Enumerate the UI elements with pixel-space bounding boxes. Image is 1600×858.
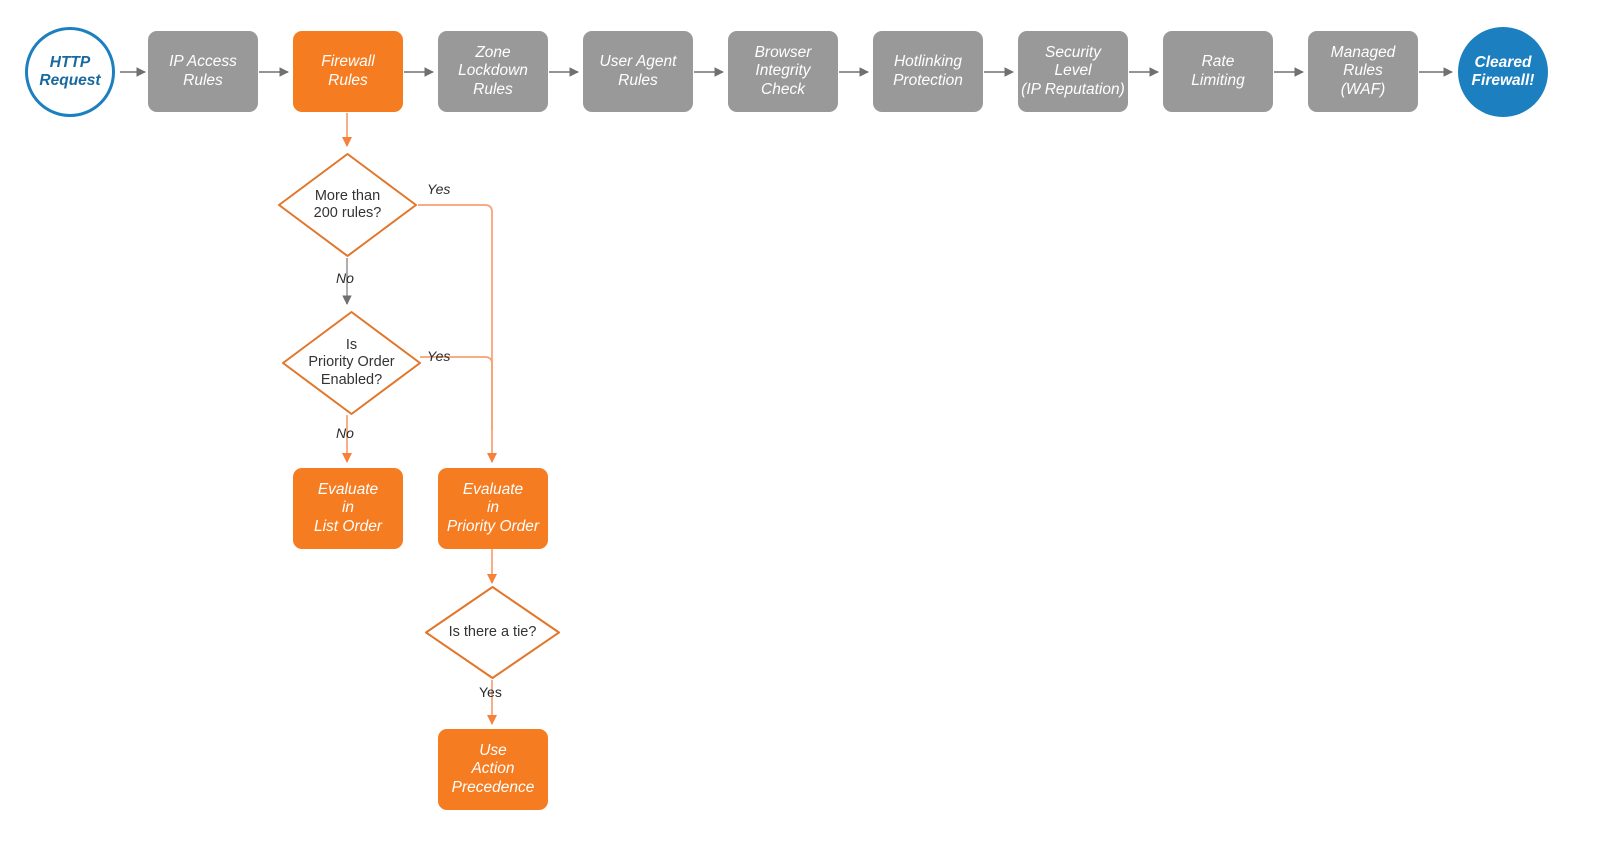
edge-label-rules-yes: Yes	[427, 181, 451, 197]
node-evaluate-in-priority-order[interactable]: Evaluate in Priority Order	[438, 468, 548, 549]
node-http-request-label: HTTP Request	[39, 53, 101, 89]
decision-is-there-a-tie[interactable]: Is there a tie?	[424, 585, 561, 680]
decision-more-than-200-rules[interactable]: More than 200 rules?	[277, 152, 418, 258]
node-managed-rules-waf-label: Managed Rules (WAF)	[1330, 44, 1396, 98]
decision-is-there-a-tie-label: Is there a tie?	[448, 623, 537, 640]
node-security-level[interactable]: Security Level (IP Reputation)	[1018, 31, 1128, 112]
node-user-agent-rules-label: User Agent Rules	[599, 53, 677, 89]
decision-is-there-a-tie-shape	[425, 586, 560, 679]
node-rate-limiting[interactable]: Rate Limiting	[1163, 31, 1273, 112]
edge-rules-yes-to-priority-order	[418, 204, 498, 464]
node-firewall-rules[interactable]: Firewall Rules	[293, 31, 403, 112]
decision-is-priority-order-enabled-label: Is Priority Order Enabled?	[308, 336, 395, 388]
edge-label-rules-no: No	[336, 270, 354, 286]
decision-more-than-200-rules-shape	[278, 153, 417, 257]
node-rate-limiting-label: Rate Limiting	[1191, 53, 1245, 89]
decision-is-priority-order-enabled-shape	[282, 311, 421, 415]
node-use-action-precedence[interactable]: Use Action Precedence	[438, 729, 548, 810]
node-browser-integrity-check[interactable]: Browser Integrity Check	[728, 31, 838, 112]
node-zone-lockdown-rules-label: Zone Lockdown Rules	[458, 44, 528, 98]
node-managed-rules-waf[interactable]: Managed Rules (WAF)	[1308, 31, 1418, 112]
node-browser-integrity-check-label: Browser Integrity Check	[754, 44, 812, 98]
node-evaluate-in-list-order[interactable]: Evaluate in List Order	[293, 468, 403, 549]
edge-label-priority-no: No	[336, 425, 354, 441]
decision-more-than-200-rules-label: More than 200 rules?	[313, 187, 382, 221]
edge-label-tie-yes: Yes	[479, 684, 502, 700]
node-security-level-label: Security Level (IP Reputation)	[1021, 44, 1125, 98]
node-ip-access-rules[interactable]: IP Access Rules	[148, 31, 258, 112]
edge-priority-yes-to-priority-order	[420, 356, 493, 430]
node-evaluate-in-list-order-label: Evaluate in List Order	[313, 481, 383, 535]
node-hotlinking-protection-label: Hotlinking Protection	[893, 53, 963, 89]
node-zone-lockdown-rules[interactable]: Zone Lockdown Rules	[438, 31, 548, 112]
node-evaluate-in-priority-order-label: Evaluate in Priority Order	[446, 481, 540, 535]
node-user-agent-rules[interactable]: User Agent Rules	[583, 31, 693, 112]
node-ip-access-rules-label: IP Access Rules	[169, 53, 237, 89]
node-http-request[interactable]: HTTP Request	[25, 27, 115, 117]
node-hotlinking-protection[interactable]: Hotlinking Protection	[873, 31, 983, 112]
node-cleared-firewall[interactable]: Cleared Firewall!	[1458, 27, 1548, 117]
decision-is-priority-order-enabled[interactable]: Is Priority Order Enabled?	[281, 310, 422, 416]
edge-label-priority-yes: Yes	[427, 348, 451, 364]
node-use-action-precedence-label: Use Action Precedence	[451, 742, 535, 796]
node-cleared-firewall-label: Cleared Firewall!	[1471, 53, 1535, 89]
node-firewall-rules-label: Firewall Rules	[321, 53, 375, 89]
